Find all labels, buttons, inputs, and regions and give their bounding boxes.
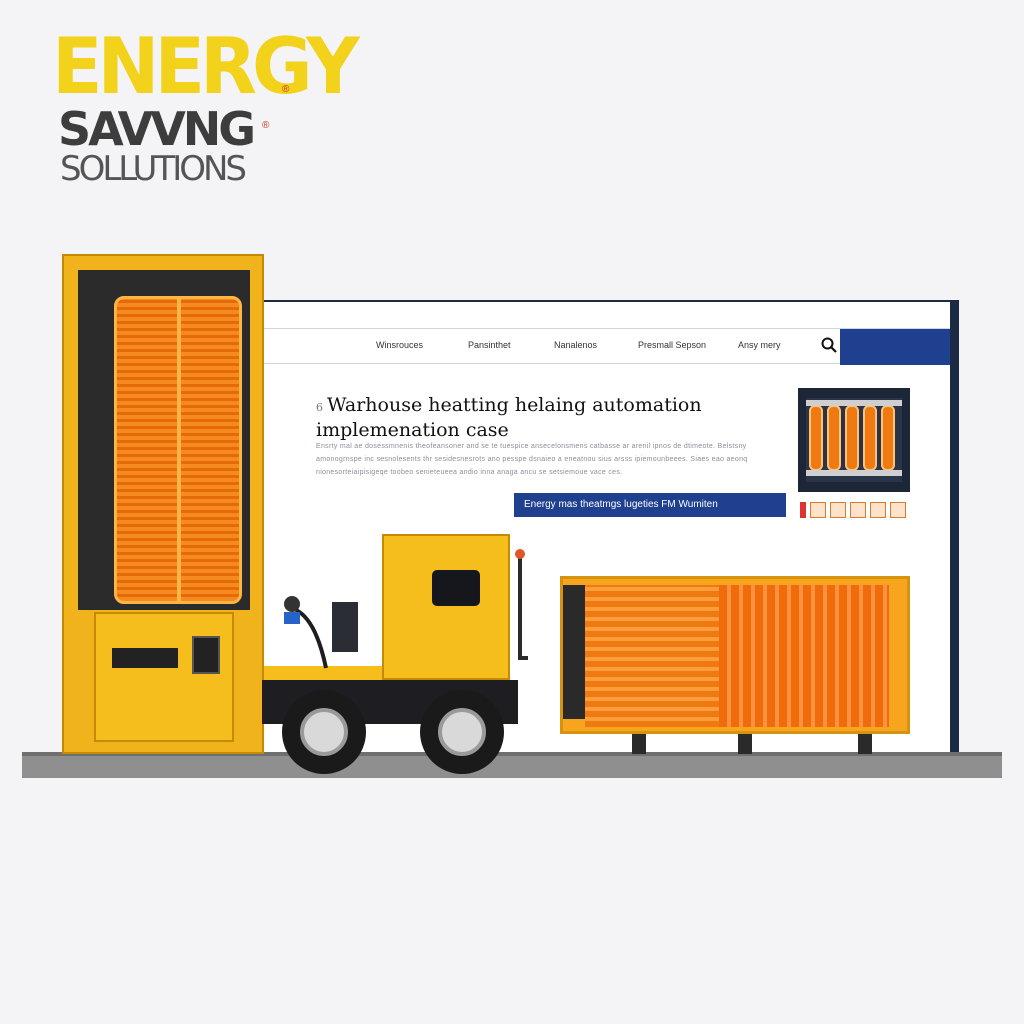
heater-control-window [192,636,220,674]
truck-machinery [284,596,358,669]
truck-wheel [420,690,504,774]
brand-logo: ENERGY ® SAVVNG ® SOLLUTIONS [50,28,360,198]
container-coils [585,585,719,727]
ground-edge [22,752,1002,756]
flame-icon[interactable] [850,502,866,518]
container-door [563,585,585,719]
truck-bed [264,666,384,680]
heater-thumbnail-icon[interactable] [798,388,910,492]
ground-strip [22,752,1002,778]
nav-link-2[interactable]: Pansinthet [468,340,511,350]
container-stand [632,734,646,754]
container-stand [858,734,872,754]
cta-banner[interactable]: Energy mas theatmgs lugeties FM Wumiten [514,493,786,517]
nav-link-1[interactable]: Winsrouces [376,340,424,350]
nav-action-button[interactable] [840,329,950,365]
truck-wheel [282,690,366,774]
heater-housing [78,270,250,610]
nav-link-4[interactable]: Presmall Sepson [638,340,707,350]
search-icon[interactable] [820,336,838,354]
article-number: 6 [316,401,323,414]
tag-icon [800,502,806,518]
heater-panel [112,648,178,668]
logo-energy: ENERGY [52,21,360,113]
container-ribs [719,585,889,727]
flame-icon[interactable] [890,502,906,518]
industrial-heater-unit [62,254,264,754]
top-navigation: Winsrouces Pansinthet Nanalenos Presmall… [262,328,950,365]
nav-link-5[interactable]: Ansy mery [738,340,781,350]
flame-icon[interactable] [830,502,846,518]
logo-saving: SAVVNG [58,102,256,156]
flame-icon[interactable] [810,502,826,518]
article-body: Ensrty mal ae dosessmnenis theofeansoner… [316,443,748,476]
thumbnail-icon-row [800,502,906,518]
heater-fins [114,296,242,604]
container-stand [738,734,752,754]
truck-cab [382,534,510,680]
heater-base-unit [94,612,234,742]
exhaust-pipe [515,549,528,660]
logo-solutions: SOLLUTIONS [60,149,247,189]
registered-mark-icon: ® [262,120,270,131]
registered-mark-icon: ® [282,84,290,95]
truck-window [432,570,480,606]
display-pole [950,300,959,752]
heater-container [560,576,910,734]
nav-link-3[interactable]: Nanalenos [554,340,598,350]
article-title-text: Warhouse heatting helaing automation imp… [316,394,702,441]
flame-icon[interactable] [870,502,886,518]
